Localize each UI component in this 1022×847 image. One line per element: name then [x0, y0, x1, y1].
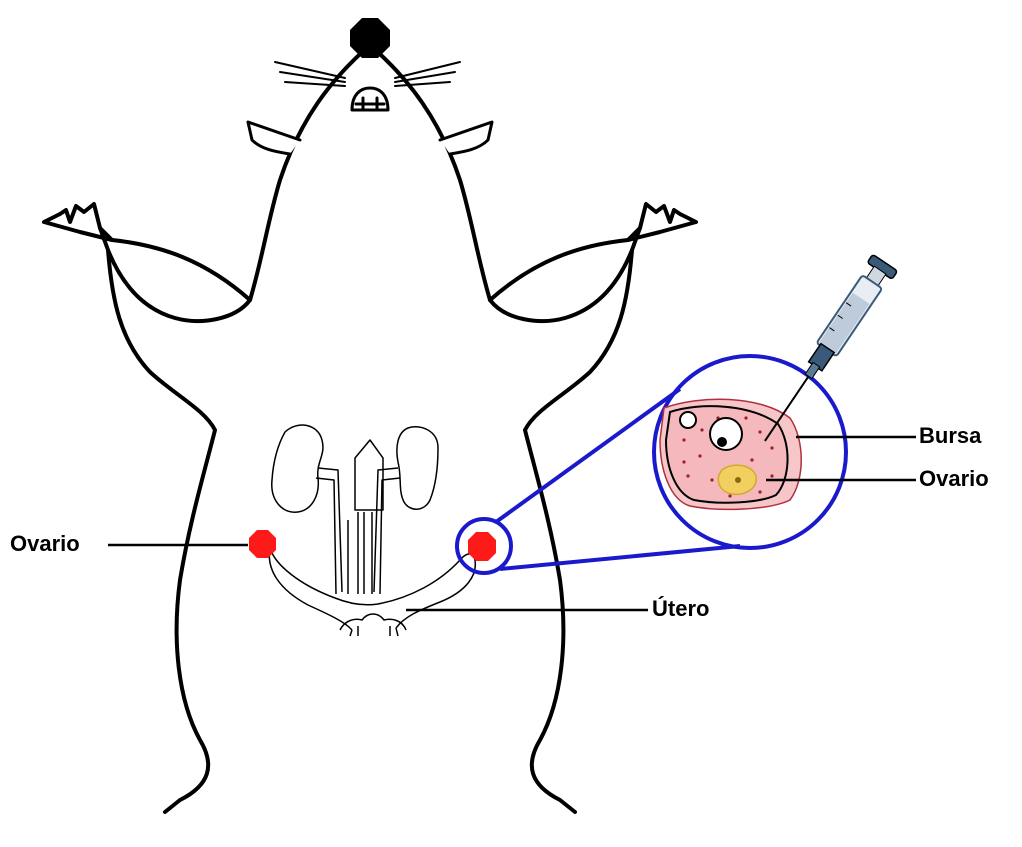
oocyte [717, 437, 727, 447]
label-utero: Útero [652, 598, 709, 620]
mouse-body [100, 45, 640, 812]
left-ovary [249, 530, 276, 558]
teeth [352, 88, 388, 110]
label-bursa: Bursa [919, 425, 981, 447]
magnified-ovary [660, 399, 801, 509]
nose-icon [350, 18, 390, 58]
label-ovario-right: Ovario [919, 468, 989, 490]
small-follicle [680, 412, 696, 428]
left-kidney [272, 425, 323, 512]
central-vessel [355, 440, 383, 510]
internal-organs [269, 425, 475, 636]
label-ovario-left: Ovario [10, 533, 80, 555]
right-kidney [397, 427, 438, 509]
large-follicle [710, 418, 742, 450]
body-outline [100, 45, 640, 812]
right-ovary [468, 532, 496, 561]
